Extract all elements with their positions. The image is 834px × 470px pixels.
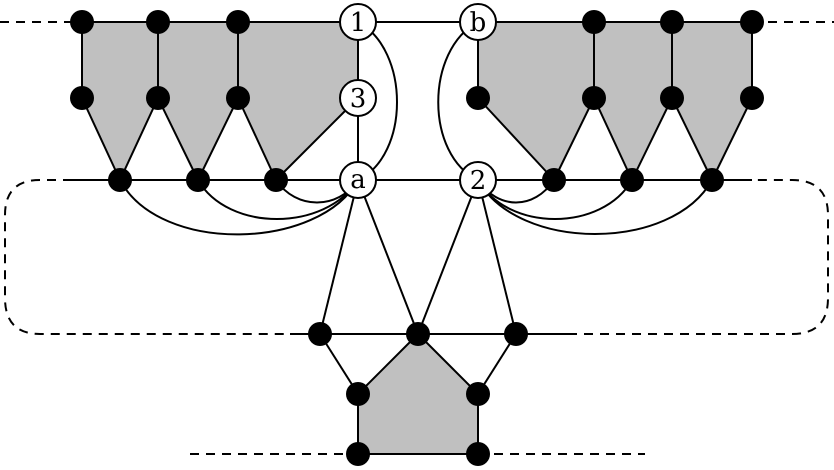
node-2-circle xyxy=(459,161,497,199)
edge xyxy=(237,97,277,181)
node xyxy=(264,168,288,192)
node xyxy=(740,10,764,34)
edge xyxy=(357,179,419,335)
node-a: a xyxy=(339,161,377,199)
node-a-label: a xyxy=(350,165,366,195)
edge xyxy=(157,97,199,181)
node xyxy=(660,10,684,34)
node-2: 2 xyxy=(459,161,497,199)
arc-a-120 xyxy=(119,179,359,236)
node-3: 3 xyxy=(339,79,377,117)
node-b-circle xyxy=(459,3,497,41)
node xyxy=(466,382,490,406)
node xyxy=(226,10,250,34)
node xyxy=(70,10,94,34)
node xyxy=(346,382,370,406)
node xyxy=(308,322,332,346)
edges xyxy=(72,21,753,455)
node xyxy=(406,322,430,346)
edge xyxy=(275,97,359,181)
arc-2-712 xyxy=(477,179,713,235)
node xyxy=(108,168,132,192)
curved-edges xyxy=(119,21,713,236)
edge xyxy=(119,97,159,181)
edge xyxy=(553,97,595,181)
node-3-circle xyxy=(339,79,377,117)
face-top-right xyxy=(478,22,752,180)
node-b-label: b xyxy=(470,8,487,38)
node xyxy=(186,168,210,192)
arc-2-632 xyxy=(477,179,633,220)
dashed-edges xyxy=(0,21,834,455)
node xyxy=(582,86,606,110)
node-1: 1 xyxy=(339,3,377,41)
node xyxy=(226,86,250,110)
face-bottom-pentagon xyxy=(358,334,478,454)
node-1-circle xyxy=(339,3,377,41)
node xyxy=(582,10,606,34)
face-top-left xyxy=(82,22,358,180)
node-2-label: 2 xyxy=(470,166,487,196)
node-a-circle xyxy=(339,161,377,199)
dashed-loop xyxy=(4,179,829,335)
node-b: b xyxy=(459,3,497,41)
node xyxy=(740,86,764,110)
node xyxy=(542,168,566,192)
edge xyxy=(357,333,419,395)
node xyxy=(146,10,170,34)
edge xyxy=(417,179,479,335)
node xyxy=(346,442,370,466)
node xyxy=(504,322,528,346)
arc-b-2 xyxy=(437,21,479,181)
node xyxy=(700,168,724,192)
arc-a-198 xyxy=(197,179,359,220)
node xyxy=(146,86,170,110)
node xyxy=(466,86,490,110)
labeled-nodes: 1 3 a b 2 xyxy=(339,3,497,199)
edge xyxy=(197,97,239,181)
edge xyxy=(711,97,753,181)
edge xyxy=(477,97,555,181)
edge xyxy=(593,97,633,181)
node xyxy=(70,86,94,110)
edge xyxy=(319,179,359,335)
edge xyxy=(81,97,121,181)
node-1-label: 1 xyxy=(350,8,367,38)
edge xyxy=(631,97,673,181)
shaded-faces xyxy=(82,22,752,454)
edge xyxy=(417,333,479,395)
edge xyxy=(477,179,517,335)
black-nodes xyxy=(70,10,764,466)
edge xyxy=(671,97,713,181)
node xyxy=(620,168,644,192)
node xyxy=(660,86,684,110)
node-3-label: 3 xyxy=(350,84,367,114)
arc-1-a xyxy=(357,21,398,181)
node xyxy=(466,442,490,466)
